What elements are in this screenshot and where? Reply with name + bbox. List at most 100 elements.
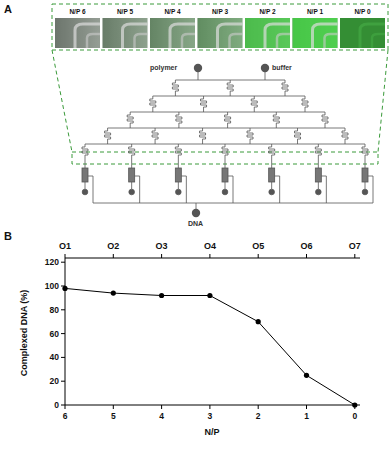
tick — [209, 405, 210, 409]
image-label: N/P 4 — [164, 9, 180, 16]
serpentine-mixer — [150, 96, 156, 112]
micrograph — [293, 18, 338, 48]
outlet — [176, 189, 182, 195]
channel — [360, 24, 385, 48]
outlet — [269, 189, 275, 195]
channel — [218, 24, 243, 48]
tick — [113, 254, 114, 258]
serpentine-mixer — [342, 128, 348, 144]
fluorescence — [55, 18, 100, 48]
dna-channel — [135, 176, 140, 203]
serpentine-mixer — [251, 96, 257, 112]
serpentine-mixer — [302, 96, 308, 112]
dna-channel — [196, 203, 197, 209]
inlet-port: DNA — [185, 207, 207, 229]
serpentine-mixer — [273, 112, 279, 128]
outlet-label: O5 — [252, 242, 264, 251]
channel — [123, 24, 148, 48]
channel — [108, 128, 345, 129]
axis-tick: 100 — [45, 282, 59, 291]
serpentine-mixer — [172, 80, 178, 96]
tick — [61, 333, 65, 334]
panel-letter: A — [4, 4, 12, 15]
serpentine-mixer — [225, 112, 231, 128]
channel — [365, 182, 366, 189]
channel — [265, 71, 266, 80]
fluorescence — [245, 18, 290, 48]
fluorescence — [150, 18, 195, 48]
axis-tick: 2 — [256, 412, 261, 421]
channel — [277, 34, 290, 48]
channel — [372, 34, 385, 48]
dna-channel — [88, 176, 93, 203]
tick — [113, 405, 114, 409]
image-label: N/P 0 — [354, 9, 370, 16]
channel — [313, 24, 338, 48]
serpentine-mixer — [175, 144, 181, 160]
port-circle — [192, 209, 200, 217]
channel — [318, 160, 319, 168]
tick — [258, 254, 259, 258]
outlet — [316, 189, 322, 195]
dna-channel — [93, 203, 373, 204]
axis-tick: 40 — [50, 353, 59, 362]
serpentine-mixer — [247, 128, 253, 144]
tick — [61, 262, 65, 263]
channel — [225, 160, 226, 168]
outlet-label: O6 — [300, 242, 312, 251]
channel — [85, 182, 86, 189]
axis-tick: 0 — [54, 401, 59, 410]
fluorescence — [198, 18, 243, 48]
serpentine-mixer — [176, 112, 182, 128]
micrograph — [55, 18, 100, 48]
serpentine-mixer — [362, 144, 368, 160]
serpentine-mixer — [282, 80, 288, 96]
tick — [306, 405, 307, 409]
serpentine-mixer — [315, 144, 321, 160]
micrograph — [340, 18, 385, 48]
serpentine-mixer — [269, 144, 275, 160]
dna-channel — [368, 176, 373, 203]
serpentine-mixer — [129, 144, 135, 160]
serpentine-mixer — [322, 112, 328, 128]
channel — [325, 34, 338, 48]
tick — [161, 254, 162, 258]
serpentine-mixer — [127, 112, 133, 128]
axis-tick: 80 — [50, 306, 59, 315]
channel — [271, 160, 272, 168]
channel — [153, 96, 305, 97]
tick — [61, 405, 65, 406]
channel — [131, 160, 132, 168]
tick — [354, 254, 355, 258]
channel — [365, 160, 366, 168]
dna-channel — [275, 176, 280, 203]
image-label: N/P 5 — [117, 9, 133, 16]
serpentine-mixer — [152, 128, 158, 144]
channel — [271, 182, 272, 189]
channel — [265, 24, 290, 48]
port-circle — [194, 64, 202, 72]
tick — [161, 405, 162, 409]
tick — [61, 309, 65, 310]
tick — [65, 254, 66, 258]
fluorescence — [340, 18, 385, 48]
axis-title: N/P — [204, 428, 219, 437]
channel — [318, 182, 319, 189]
channel — [178, 160, 179, 168]
axis-tick: 5 — [111, 412, 116, 421]
outlet-label: O3 — [156, 242, 168, 251]
inlet-port: polymer — [150, 61, 205, 75]
channel — [198, 71, 199, 80]
image-label: N/P 3 — [212, 9, 228, 16]
channel — [135, 34, 148, 48]
micrograph — [245, 18, 290, 48]
tick — [306, 254, 307, 258]
mixing-chamber — [129, 168, 135, 182]
serpentine-mixer — [82, 144, 88, 160]
image-label: N/P 6 — [69, 9, 85, 16]
dna-channel — [181, 176, 186, 203]
tick — [65, 405, 66, 409]
channel — [85, 160, 86, 168]
fluorescence — [103, 18, 148, 48]
